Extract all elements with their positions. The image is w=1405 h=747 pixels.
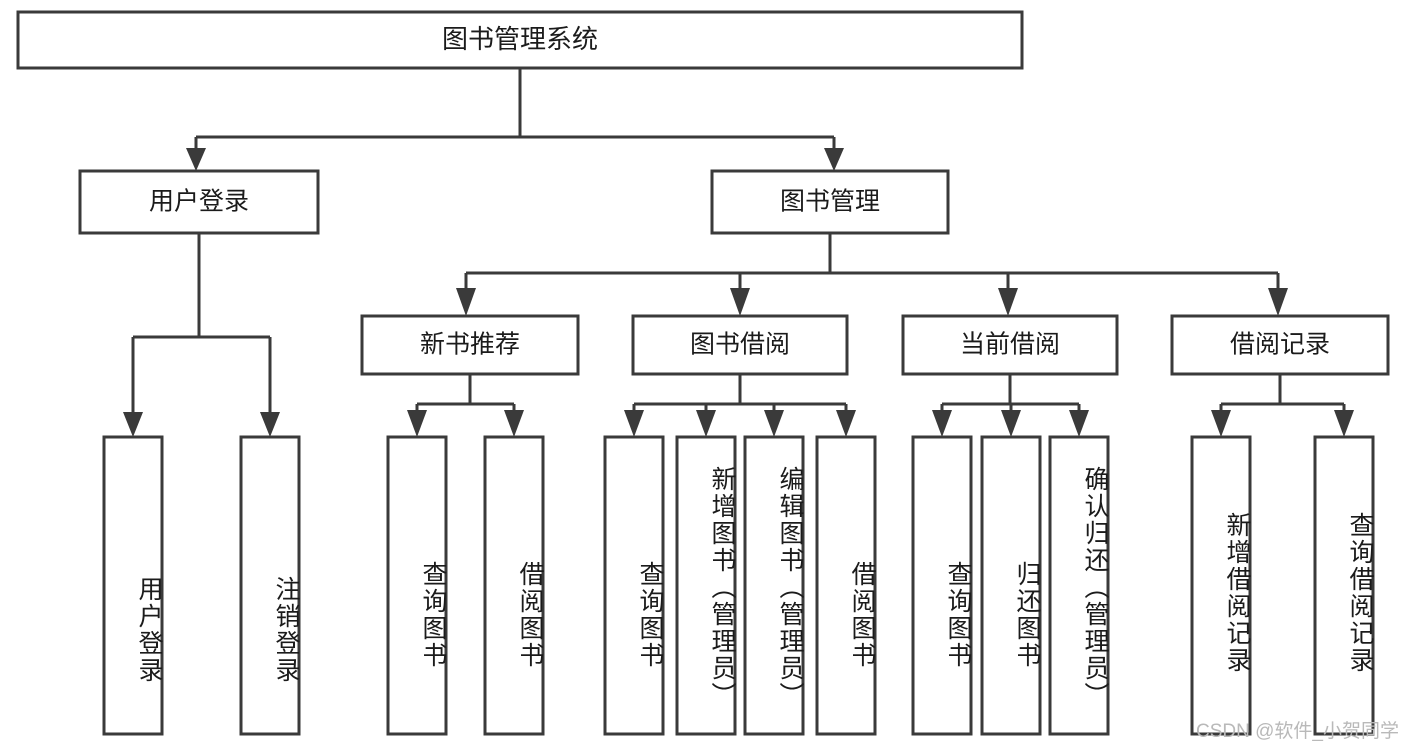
node-box-leaf-query-book-3[interactable] (911, 435, 973, 736)
node-box-borrow-record[interactable] (1170, 314, 1390, 376)
connector-layer (123, 68, 1354, 437)
arrow-head-leaf-confirm-return (1069, 410, 1089, 437)
watermark-label: CSDN @软件_小贺同学 (1196, 721, 1399, 742)
node-box-leaf-query-record[interactable] (1313, 435, 1375, 736)
node-box-leaf-add-record[interactable] (1190, 435, 1252, 736)
node-box-root[interactable] (16, 10, 1024, 70)
node-label-user-login: 用户登录 (149, 188, 249, 216)
node-box-leaf-user-login[interactable] (102, 435, 164, 736)
arrow-head-borrow-record (1268, 288, 1288, 316)
node-box-leaf-user-logout[interactable] (239, 435, 301, 736)
node-label-current-borrow: 当前借阅 (960, 331, 1060, 359)
node-label-book-borrow: 图书借阅 (690, 331, 790, 359)
node-label-new-book-recommend: 新书推荐 (420, 331, 520, 359)
node-box-leaf-borrow-book-2[interactable] (815, 435, 877, 736)
arrow-head-leaf-borrow-book-2 (836, 410, 856, 437)
arrow-head-leaf-query-book-3 (932, 410, 952, 437)
node-layer: 图书管理系统 用户登录 图书管理 新书推荐 图书借阅 当前借阅 借阅记录 (16, 10, 1390, 736)
arrow-head-leaf-user-logout (260, 412, 280, 437)
arrow-head-leaf-user-login (123, 412, 143, 437)
node-box-user-login[interactable] (78, 169, 320, 235)
arrow-head-leaf-add-book (696, 410, 716, 437)
node-box-leaf-add-book[interactable] (675, 435, 737, 736)
arrow-head-leaf-query-book-1 (407, 410, 427, 437)
node-box-book-manage[interactable] (710, 169, 950, 235)
node-box-leaf-confirm-return[interactable] (1048, 435, 1110, 736)
node-label-root: 图书管理系统 (442, 24, 598, 54)
arrow-head-leaf-edit-book (764, 410, 784, 437)
arrow-head-user-login (186, 148, 206, 171)
node-box-current-borrow[interactable] (901, 314, 1119, 376)
node-box-leaf-borrow-book-1[interactable] (483, 435, 545, 736)
node-box-new-book-recommend[interactable] (360, 314, 580, 376)
arrow-head-leaf-add-record (1211, 410, 1231, 437)
node-label-book-manage: 图书管理 (780, 188, 880, 216)
arrow-head-book-borrow (730, 288, 750, 316)
arrow-head-leaf-query-record (1334, 410, 1354, 437)
arrow-head-new-book-recommend (456, 288, 476, 316)
node-box-book-borrow[interactable] (631, 314, 849, 376)
arrow-head-leaf-return-book (1001, 410, 1021, 437)
arrow-head-book-manage (824, 148, 844, 171)
node-box-leaf-return-book[interactable] (980, 435, 1042, 736)
node-box-leaf-edit-book[interactable] (743, 435, 805, 736)
arrow-head-current-borrow (998, 288, 1018, 316)
node-box-leaf-query-book-1[interactable] (386, 435, 448, 736)
arrow-head-leaf-borrow-book-1 (504, 410, 524, 437)
node-label-borrow-record: 借阅记录 (1230, 331, 1330, 359)
node-box-leaf-query-book-2[interactable] (603, 435, 665, 736)
arrow-head-leaf-query-book-2 (624, 410, 644, 437)
